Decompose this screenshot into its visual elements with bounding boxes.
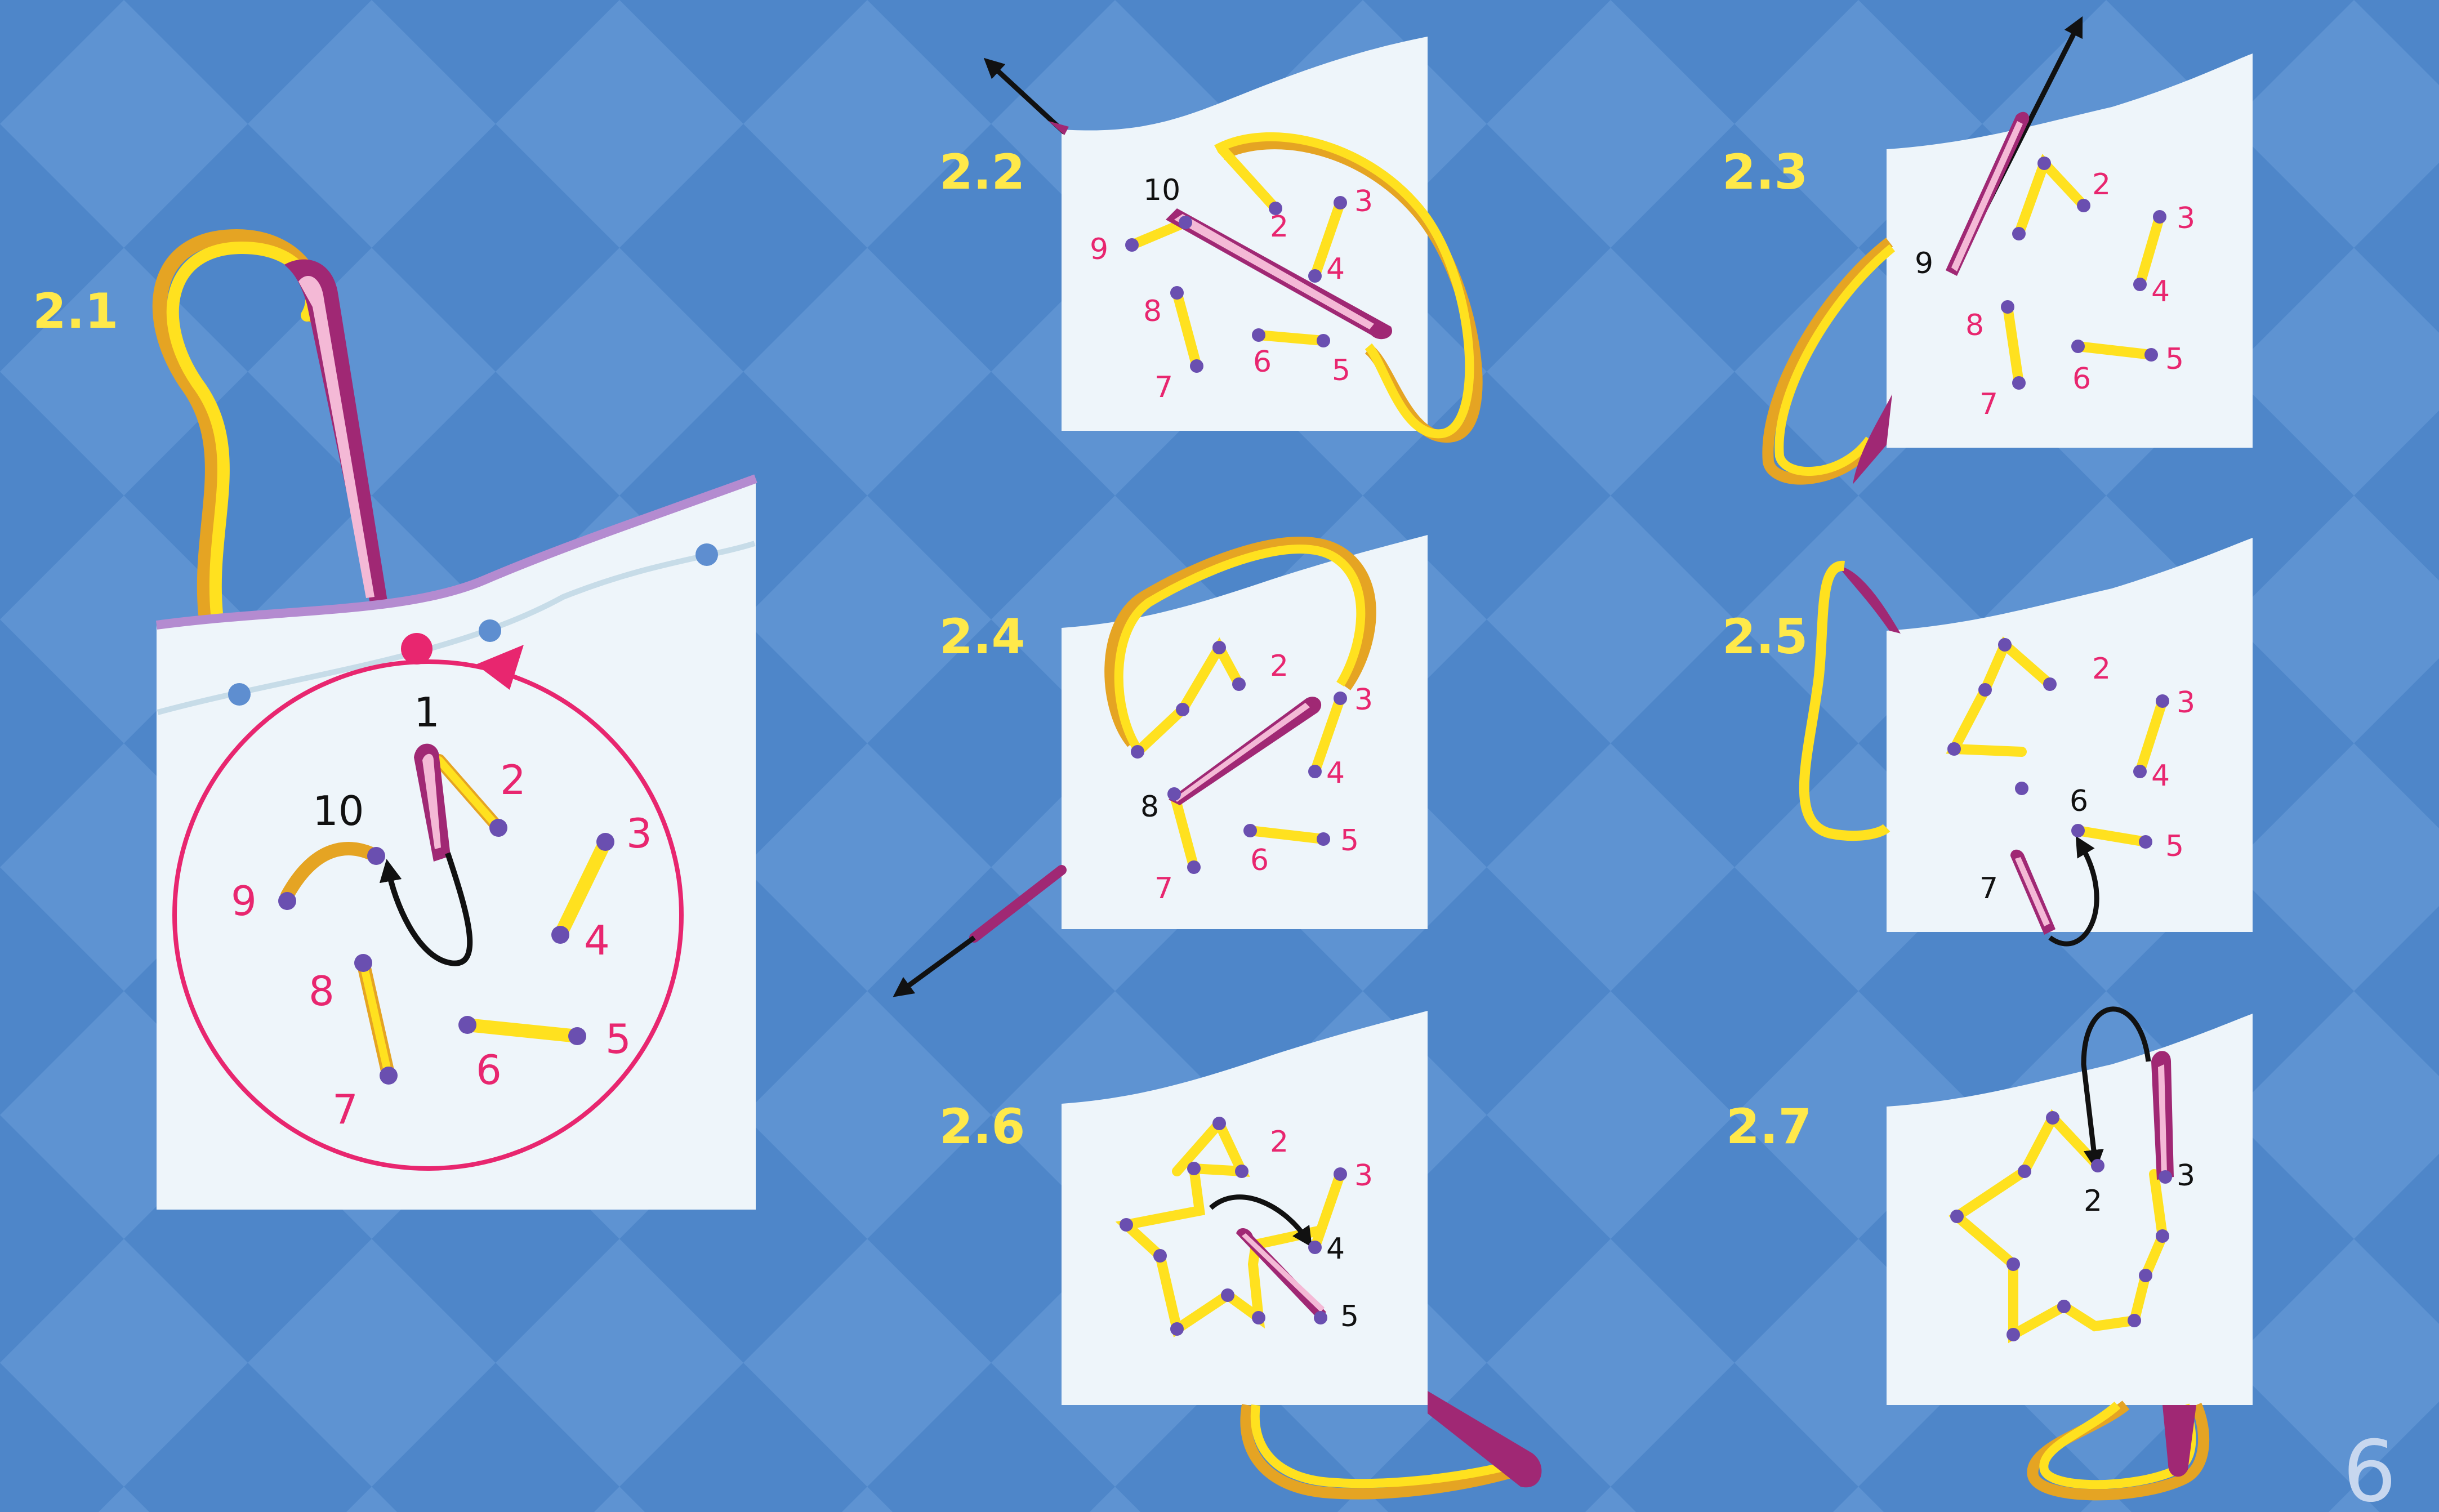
number-4: 4 [1326, 756, 1345, 790]
number-5: 5 [1340, 824, 1359, 858]
number-3: 3 [2177, 686, 2195, 720]
number-4: 4 [1326, 1232, 1345, 1266]
number-9: 9 [231, 877, 257, 925]
hoop-dot [695, 543, 718, 566]
number-8: 8 [1140, 790, 1159, 824]
number-2: 2 [2092, 168, 2111, 202]
number-5: 5 [2165, 342, 2184, 376]
number-7: 7 [332, 1086, 358, 1133]
panel-label: 2.1 [33, 283, 118, 340]
number-7: 7 [1154, 872, 1173, 906]
number-3: 3 [1354, 1159, 1373, 1193]
number-5: 5 [1332, 354, 1350, 387]
number-8: 8 [1143, 295, 1162, 328]
number-2: 2 [1270, 649, 1288, 683]
number-6: 6 [1253, 345, 1272, 379]
hoop-dot [228, 683, 251, 706]
number-7: 7 [1154, 371, 1173, 404]
panel-label: 2.4 [939, 609, 1025, 665]
number-7: 7 [1979, 387, 1998, 421]
panel-label: 2.2 [939, 144, 1025, 200]
number-10: 10 [1143, 173, 1180, 207]
number-1: 1 [414, 689, 440, 736]
number-2: 2 [500, 756, 526, 804]
number-2: 2 [2092, 652, 2111, 686]
number-6: 6 [476, 1046, 502, 1094]
number-9: 9 [1090, 233, 1108, 266]
number-3: 3 [1354, 683, 1373, 717]
number-3: 3 [2177, 202, 2195, 235]
panel-label: 2.7 [1726, 1099, 1812, 1155]
number-4: 4 [2151, 759, 2170, 793]
number-6: 6 [1250, 844, 1269, 877]
number-9: 9 [1915, 247, 1933, 280]
number-5: 5 [605, 1015, 631, 1063]
page-number: 6 [2343, 1423, 2396, 1512]
number-8: 8 [309, 967, 335, 1015]
number-6: 6 [2070, 784, 2088, 818]
number-3: 3 [626, 810, 652, 857]
number-2: 2 [1270, 1125, 1288, 1159]
number-5: 5 [1340, 1300, 1359, 1333]
number-5: 5 [2165, 829, 2184, 863]
number-2: 2 [1270, 210, 1288, 244]
number-4: 4 [2151, 275, 2170, 309]
number-3: 3 [1354, 185, 1373, 218]
panel-label: 2.6 [939, 1099, 1025, 1155]
number-2: 2 [2084, 1184, 2102, 1218]
panel-label: 2.3 [1722, 144, 1808, 200]
panel-label: 2.5 [1722, 609, 1808, 665]
number-4: 4 [584, 917, 610, 964]
number-10: 10 [313, 787, 364, 835]
hoop-dot [479, 619, 501, 642]
number-7: 7 [1979, 872, 1998, 906]
number-3: 3 [2177, 1159, 2195, 1193]
number-8: 8 [1965, 309, 1984, 342]
number-4: 4 [1326, 252, 1345, 286]
number-6: 6 [2072, 362, 2091, 396]
